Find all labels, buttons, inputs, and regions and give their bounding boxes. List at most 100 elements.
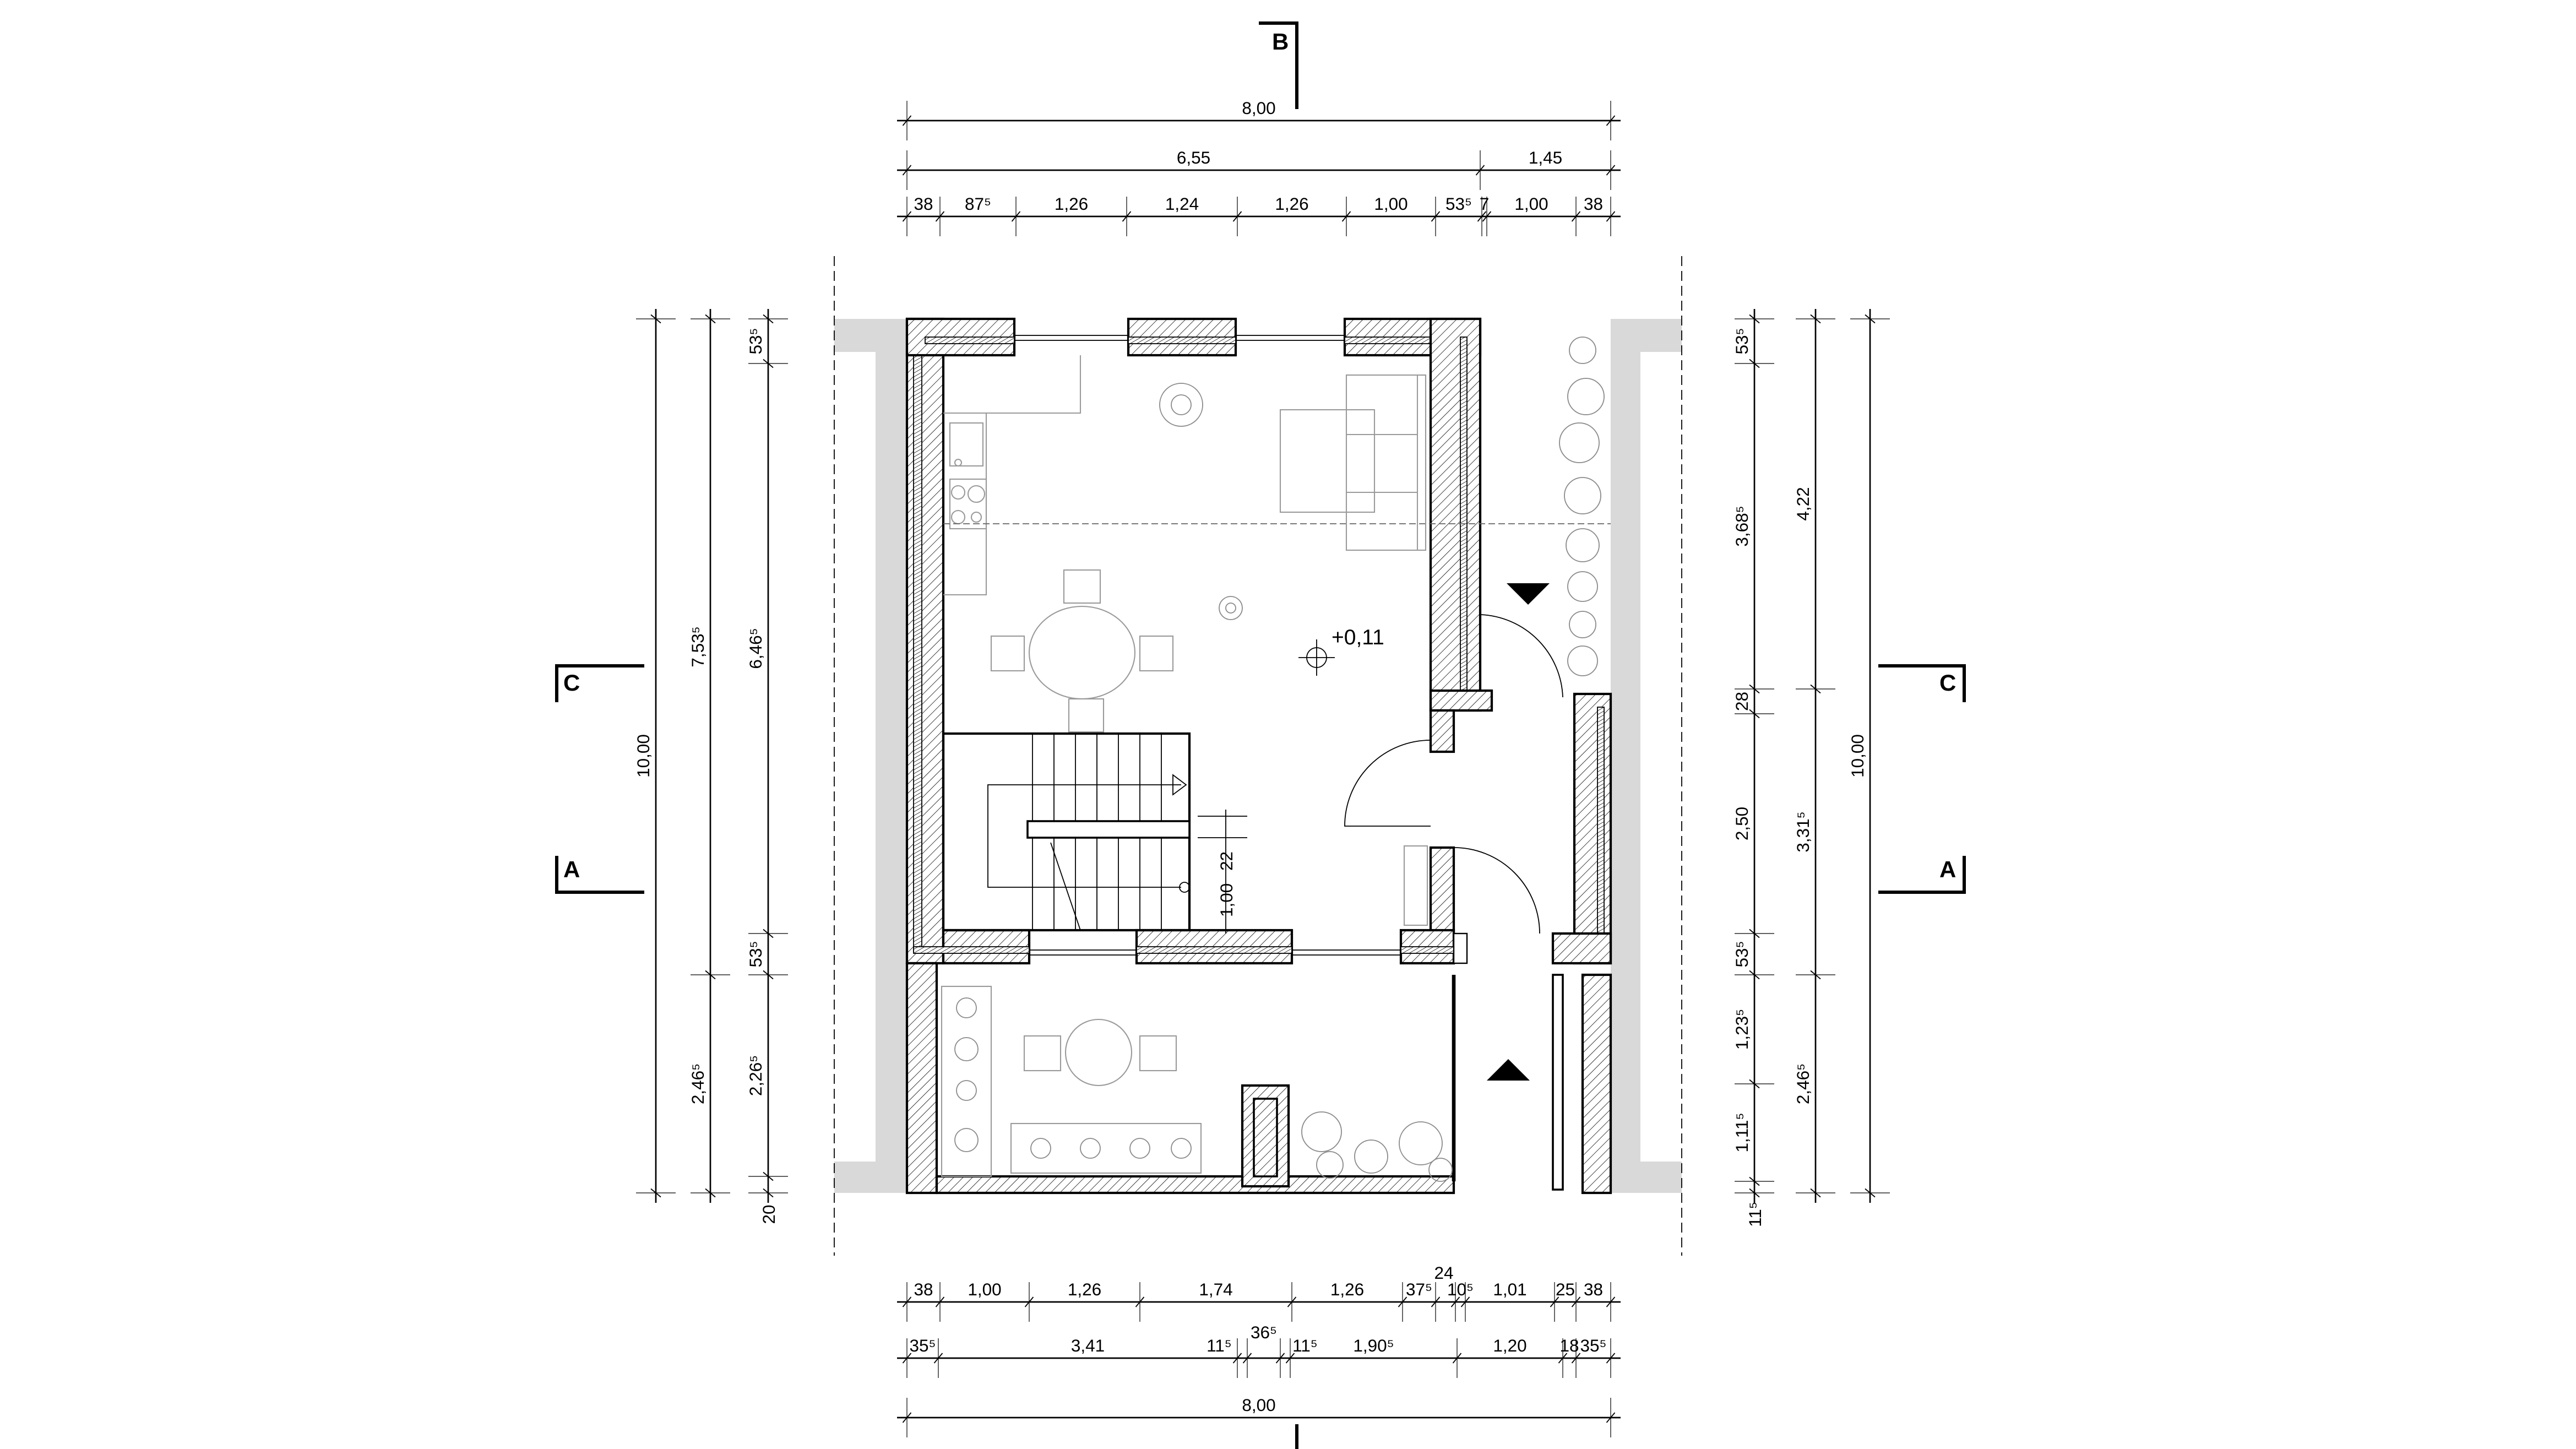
dimension-tick [1749,1188,1760,1198]
dimension-tick [1606,1412,1616,1423]
dimension-tick [1571,1296,1581,1307]
dimension-label: 1,26 [1275,194,1308,214]
section-marker-c-right: C [1878,664,1966,702]
dimension-label: 1,00 [1374,194,1407,214]
dimension-tick [1452,1353,1462,1364]
dimension-tick [763,314,774,324]
dimension-label: 2,46⁵ [1793,1063,1813,1104]
dimension-label: 1,74 [1199,1279,1232,1299]
dimension-tick [1865,1188,1876,1198]
dimension-chain-right-outer: 10,00 [1847,309,1890,1203]
dimension-tick [1571,211,1581,222]
dimension-label: 2,46⁵ [688,1063,708,1104]
dimension-label: 1,00 [968,1279,1001,1299]
dimension-tick [1749,1176,1760,1186]
dimension-tick [1287,1296,1297,1307]
dimension-label: 3,41 [1071,1336,1105,1355]
dimension-label: 53⁵ [1732,941,1752,967]
dimension-tick [902,165,912,176]
dimension-label: 38 [1584,1279,1603,1299]
dimension-label: 1,26 [1068,1279,1101,1299]
dimension-label: 4,22 [1793,487,1813,520]
stair-run-dim: 1,00 [1216,883,1236,917]
dimension-tick [1865,314,1876,324]
dimension-tick [902,1412,912,1423]
dimension-tick [1749,359,1760,368]
dimension-tick [1135,1296,1145,1307]
dimension-tick [1606,115,1616,126]
dimension-label: 1,20 [1493,1336,1526,1355]
dimension-tick [1810,970,1821,980]
dimension-tick [1450,1296,1460,1307]
dimension-label: 1,26 [1055,194,1088,214]
dimension-label: 11⁵ [1745,1202,1765,1227]
neighbour-wall-right [1611,319,1682,1193]
dimension-label: 10⁵ [1447,1279,1474,1299]
dimension-tick [902,1353,912,1364]
dimension-tick [1749,970,1760,980]
dimension-tick [705,970,716,980]
dimension-tick [1606,165,1616,176]
dimension-tick [1482,211,1492,222]
stair-landing-dim: 22 [1216,851,1236,871]
dimension-tick [1232,1353,1242,1364]
living-set [1279,374,1428,926]
dimension-label: 10,00 [1847,734,1867,778]
dimension-label: 38 [914,1279,933,1299]
section-label: C [563,670,580,696]
dimension-label: 1,90⁵ [1353,1336,1394,1355]
dimension-tick [705,1188,716,1198]
dimension-label: 7,53⁵ [688,626,708,667]
dimension-label: 2,26⁵ [746,1055,765,1096]
dimension-tick [1810,1188,1821,1198]
dimension-tick [763,1171,774,1181]
dimension-label: 1,26 [1330,1279,1364,1299]
staircase: 22 1,00 [942,732,1248,934]
dimension-tick [1749,929,1760,938]
dimension-label: 8,00 [1242,98,1275,118]
dimension-label: 1,11⁵ [1732,1112,1752,1152]
dimension-tick [935,211,945,222]
dimension-tick [935,1296,945,1307]
dimension-label: 25 [1556,1279,1575,1299]
dimension-label: 38 [1584,194,1603,214]
dimension-tick [763,970,774,980]
dimension-tick [902,115,912,126]
dimension-label: 53⁵ [1445,194,1472,214]
dimension-label: 1,00 [1514,194,1548,214]
dimension-tick [1749,684,1760,694]
dimension-label: 1,24 [1165,194,1199,214]
section-label: B [1272,29,1289,55]
dimension-label: 11⁵ [1207,1336,1232,1355]
dimension-tick [902,1296,912,1307]
dimension-tick [1024,1296,1034,1307]
dimension-label: 35⁵ [909,1336,936,1355]
dimension-label: 87⁵ [965,194,991,214]
dimension-label: 18 [1559,1336,1579,1355]
dimension-tick [1475,165,1485,176]
section-label: A [563,856,580,882]
section-marker-c-left: C [555,664,645,702]
dimension-chain-bottom-overall: 8,00 [897,1395,1621,1437]
dimension-tick [1341,211,1351,222]
dimension-chain-left-mid: 7,53⁵ 2,46⁵ [688,309,731,1203]
dimension-tick [1398,1296,1407,1307]
dimension-chain-left-outer: 10,00 [633,309,676,1203]
windows [1014,335,1401,956]
dimension-tick [1606,1353,1616,1364]
dimension-tick [1749,1079,1760,1089]
dimension-tick [1242,1353,1252,1364]
dimension-tick [1460,1296,1470,1307]
dimension-tick [1810,314,1821,324]
dimension-label: 2,50 [1732,807,1752,840]
section-marker-a-left: A [555,856,645,894]
section-marker-a-right: A [1878,856,1966,894]
terrace-furniture [941,985,1202,1177]
